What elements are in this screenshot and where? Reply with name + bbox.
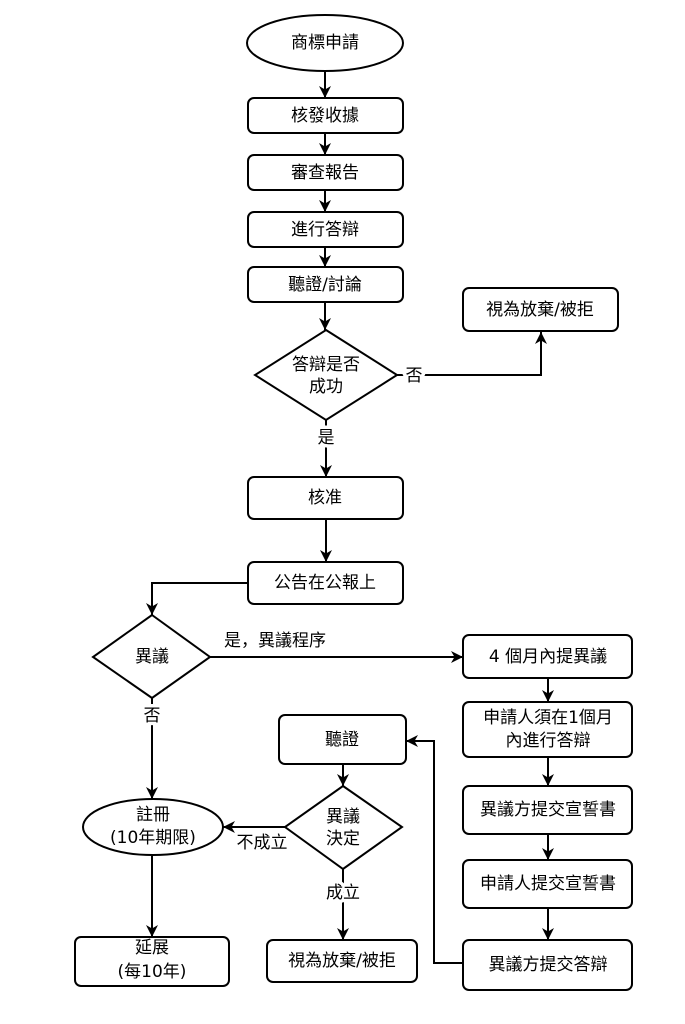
node-applicant-response-1-month: 申請人須在1個月 內進行答辯 bbox=[462, 701, 633, 758]
node-label-line-1: 註冊 bbox=[136, 805, 170, 825]
node-label-line-1: 答辯是否 bbox=[292, 355, 360, 375]
node-label: 聽證 bbox=[325, 730, 359, 750]
process-box bbox=[462, 939, 633, 991]
node-hearing: 聽證 bbox=[278, 714, 407, 765]
node-applicant-declaration: 申請人提交宣誓書 bbox=[462, 859, 633, 909]
node-start: 商標申請 bbox=[246, 14, 404, 72]
node-registration: 註冊 (10年期限) bbox=[82, 798, 224, 856]
edge-label-opposition-yes: 是，異議程序 bbox=[224, 631, 326, 651]
node-label: 異議 bbox=[135, 647, 169, 667]
decision-diamond bbox=[283, 784, 404, 871]
node-label-line-2: 成功 bbox=[309, 377, 343, 397]
edge-label-upheld: 成立 bbox=[326, 883, 360, 903]
node-publication: 公告在公報上 bbox=[247, 561, 404, 605]
node-label: 申請人提交宣誓書 bbox=[480, 874, 616, 894]
process-box bbox=[266, 939, 418, 983]
node-label: 聽證/討論 bbox=[288, 275, 362, 295]
terminal-shape bbox=[82, 798, 224, 856]
node-label: 審查報告 bbox=[291, 163, 359, 183]
node-label-line-2: 決定 bbox=[326, 829, 360, 849]
node-opposition-decision: 異議 決定 bbox=[283, 784, 404, 871]
process-box bbox=[462, 785, 633, 835]
node-opposition-decision-point: 異議 bbox=[91, 613, 212, 700]
edges bbox=[146, 71, 554, 964]
edge-opposer-response-to-hearing bbox=[406, 735, 463, 964]
node-renewal: 延展 (每10年) bbox=[74, 936, 230, 987]
node-label: 核准 bbox=[308, 488, 342, 508]
node-abandoned-top: 視為放棄/被拒 bbox=[462, 287, 619, 332]
node-abandoned-bottom: 視為放棄/被拒 bbox=[266, 939, 418, 983]
edge-label-response-yes: 是 bbox=[318, 428, 335, 448]
node-opposition-4-months: 4 個月內提異議 bbox=[462, 634, 633, 679]
process-box bbox=[462, 859, 633, 909]
node-label: 核發收據 bbox=[291, 106, 359, 126]
node-exam-report: 審查報告 bbox=[247, 154, 404, 191]
node-label-line-2: 內進行答辯 bbox=[506, 731, 591, 751]
process-box bbox=[462, 634, 633, 679]
edge-decision-no-to-abandoned bbox=[397, 332, 547, 376]
edge-labels: 否 是 是，異議程序 否 不成立 成立 bbox=[140, 363, 426, 907]
edge-label-not-upheld: 不成立 bbox=[237, 833, 288, 853]
node-label: 異議方提交答辯 bbox=[489, 955, 608, 975]
process-box bbox=[247, 154, 404, 191]
node-label-line-1: 申請人須在1個月 bbox=[483, 708, 613, 728]
edge-publication-to-opposition bbox=[146, 582, 248, 615]
node-hearing-discussion: 聽證/討論 bbox=[247, 266, 404, 303]
process-box bbox=[247, 211, 404, 248]
node-opposer-declaration: 異議方提交宣誓書 bbox=[462, 785, 633, 835]
process-box bbox=[247, 561, 404, 605]
node-label-line-2: (每10年) bbox=[118, 962, 187, 982]
node-label-line-1: 異議 bbox=[326, 807, 360, 827]
node-response: 進行答辯 bbox=[247, 211, 404, 248]
terminal-shape bbox=[246, 14, 404, 72]
process-box bbox=[462, 701, 633, 758]
node-label: 4 個月內提異議 bbox=[489, 647, 607, 667]
node-approved: 核准 bbox=[247, 476, 404, 520]
node-label: 進行答辯 bbox=[291, 220, 359, 240]
node-label: 商標申請 bbox=[291, 33, 359, 53]
node-label: 異議方提交宣誓書 bbox=[480, 800, 616, 820]
process-box bbox=[247, 476, 404, 520]
process-box bbox=[462, 287, 619, 332]
node-label: 公告在公報上 bbox=[274, 573, 376, 593]
edge-label-opposition-no: 否 bbox=[144, 706, 161, 726]
node-receipt: 核發收據 bbox=[247, 97, 404, 134]
node-label: 視為放棄/被拒 bbox=[486, 300, 594, 320]
process-box bbox=[247, 266, 404, 303]
process-box bbox=[74, 936, 230, 987]
node-response-success-decision: 答辯是否 成功 bbox=[253, 328, 399, 422]
process-box bbox=[278, 714, 407, 765]
decision-diamond bbox=[91, 613, 212, 700]
process-box bbox=[247, 97, 404, 134]
node-label-line-2: (10年期限) bbox=[110, 828, 196, 848]
node-opposer-response: 異議方提交答辯 bbox=[462, 939, 633, 991]
node-label-line-1: 延展 bbox=[135, 938, 169, 958]
edge-label-response-no: 否 bbox=[406, 366, 423, 386]
node-label: 視為放棄/被拒 bbox=[288, 951, 396, 971]
decision-diamond bbox=[253, 328, 399, 422]
